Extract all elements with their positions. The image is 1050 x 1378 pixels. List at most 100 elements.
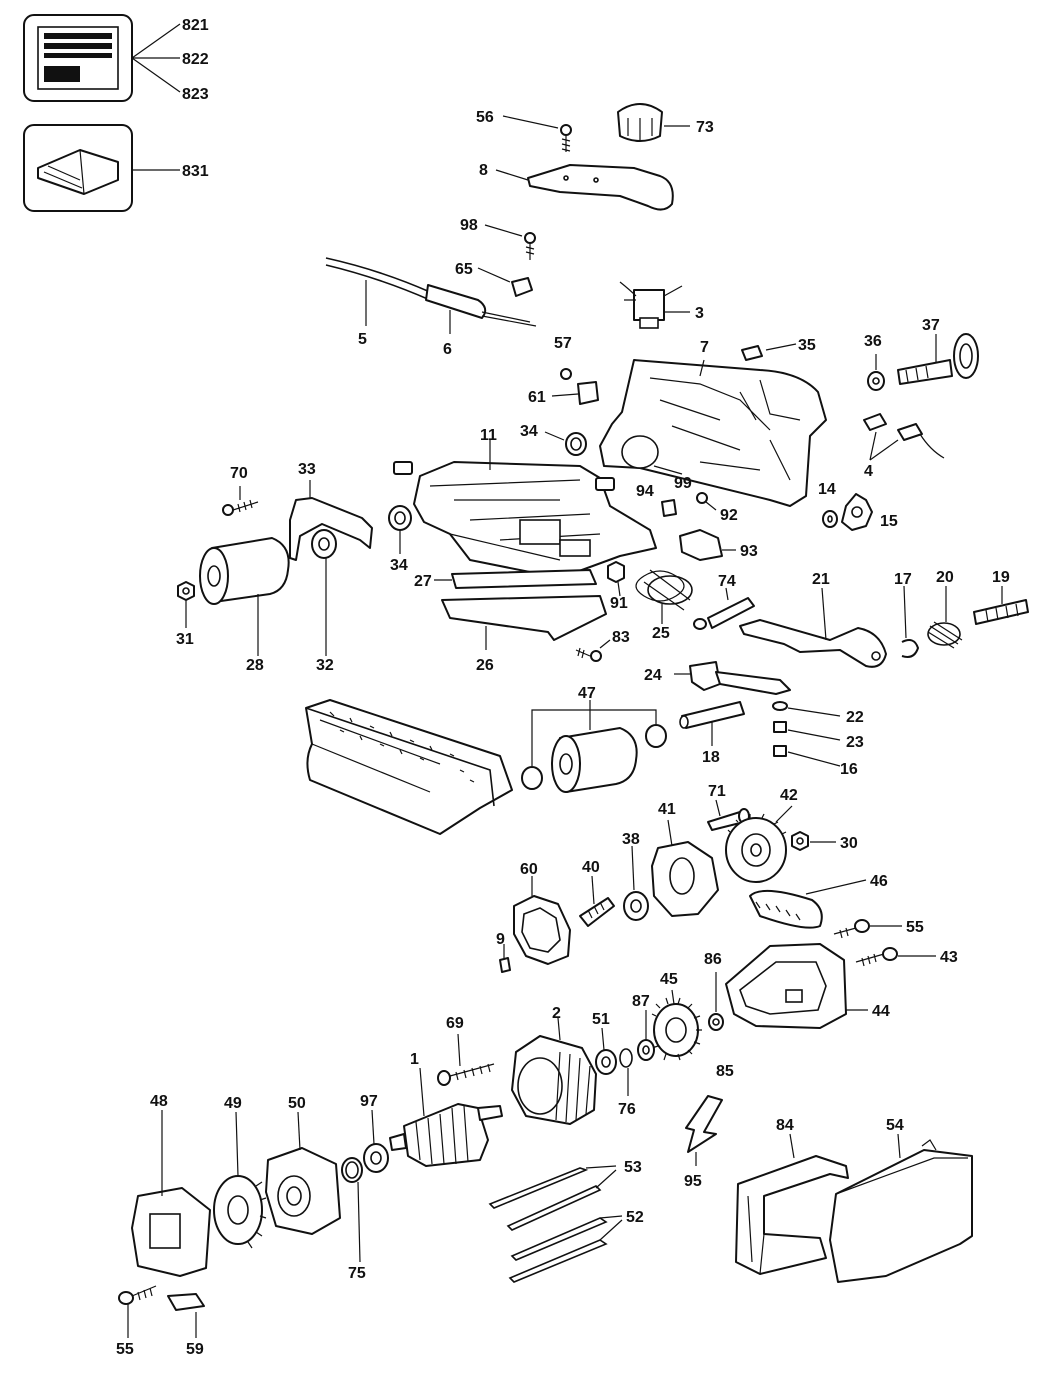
label-7: 7	[700, 339, 709, 356]
label-54: 54	[886, 1117, 904, 1134]
clip-93	[679, 529, 736, 561]
label-71: 71	[708, 783, 726, 800]
label-69: 69	[446, 1015, 464, 1032]
label-98: 98	[460, 217, 478, 234]
label-23: 23	[846, 734, 864, 751]
label-821: 821	[182, 17, 209, 34]
label-9: 9	[496, 931, 505, 948]
sanding-belt	[305, 699, 513, 835]
label-822: 822	[182, 51, 209, 68]
washer-87	[637, 1010, 655, 1061]
clip-61-screw-57	[551, 368, 599, 405]
label-59: 59	[186, 1341, 204, 1358]
clamp-65	[477, 267, 533, 297]
label-20: 20	[936, 569, 954, 586]
label-94: 94	[636, 483, 654, 500]
knob-73	[617, 103, 690, 142]
part-labels: 821 822 823 831 56 73 8 98 65 5 6 3 7 35…	[116, 17, 1010, 1358]
shaft-18	[679, 701, 745, 746]
label-91: 91	[610, 595, 628, 612]
pads-small	[393, 461, 615, 491]
label-84: 84	[776, 1117, 794, 1134]
label-83: 83	[612, 629, 630, 646]
drum-28	[199, 537, 290, 656]
screw-43	[855, 947, 936, 967]
spring-25	[635, 569, 693, 624]
tension-lever-21	[739, 587, 887, 668]
bearing-51	[595, 1027, 617, 1075]
label-1: 1	[410, 1051, 419, 1068]
cable-5-6	[325, 257, 537, 334]
switch-3	[619, 281, 690, 329]
plate-74	[693, 587, 755, 630]
label-36: 36	[864, 333, 882, 350]
springs-52	[508, 1215, 623, 1283]
springs-53	[488, 1165, 617, 1231]
label-11: 11	[480, 427, 497, 444]
label-49: 49	[224, 1095, 242, 1112]
label-34-left: 34	[390, 557, 408, 574]
label-28: 28	[246, 657, 264, 674]
small-parts-22-23-16	[772, 701, 841, 767]
nut-31	[177, 581, 195, 628]
label-48: 48	[150, 1093, 168, 1110]
motor-housing-7	[599, 359, 827, 507]
label-55-top: 55	[906, 919, 924, 936]
label-93: 93	[740, 543, 758, 560]
label-25: 25	[652, 625, 670, 642]
nut-91	[607, 561, 625, 597]
clip-17	[901, 585, 919, 658]
label-57: 57	[554, 335, 572, 352]
stator-2	[511, 1017, 597, 1125]
cover-41	[651, 819, 719, 917]
screw-70	[222, 486, 259, 516]
bearing-38	[623, 845, 649, 921]
platen-27	[434, 569, 597, 589]
drum-47	[521, 700, 667, 793]
label-70: 70	[230, 465, 248, 482]
label-47: 47	[578, 685, 596, 702]
gear-cover-44	[725, 943, 868, 1029]
label-37: 37	[922, 317, 940, 334]
label-50: 50	[288, 1095, 306, 1112]
label-73: 73	[696, 119, 714, 136]
belt-46	[749, 879, 867, 929]
screw-83	[575, 639, 611, 662]
label-16: 16	[840, 761, 858, 778]
label-8: 8	[479, 162, 488, 179]
label-95: 95	[684, 1173, 702, 1190]
label-53: 53	[624, 1159, 642, 1176]
label-86: 86	[704, 951, 722, 968]
nut-30	[791, 831, 836, 851]
label-85: 85	[716, 1063, 734, 1080]
handle-8	[495, 164, 674, 211]
dust-tube-84	[735, 1133, 849, 1275]
bearing-97	[363, 1109, 389, 1173]
label-33: 33	[298, 461, 316, 478]
screw-71	[707, 799, 750, 831]
label-823: 823	[182, 86, 209, 103]
washer-32	[311, 529, 337, 656]
part-35	[741, 343, 797, 361]
plate-59	[167, 1293, 205, 1338]
label-30: 30	[840, 835, 858, 852]
label-61: 61	[528, 389, 546, 406]
label-74: 74	[718, 573, 736, 590]
screw-69	[437, 1033, 495, 1086]
label-52: 52	[626, 1209, 644, 1226]
label-92: 92	[720, 507, 738, 524]
base-plate-11	[413, 440, 657, 579]
label-43: 43	[940, 949, 958, 966]
label-5: 5	[358, 331, 367, 348]
label-55-bottom: 55	[116, 1341, 134, 1358]
label-56: 56	[476, 109, 494, 126]
label-51: 51	[592, 1011, 610, 1028]
label-31: 31	[176, 631, 194, 648]
label-22: 22	[846, 709, 864, 726]
fan-49	[213, 1111, 267, 1249]
label-99: 99	[674, 475, 692, 492]
gasket-60	[513, 876, 571, 965]
spindle-37	[897, 333, 979, 385]
screw-55-bottom	[118, 1285, 157, 1338]
